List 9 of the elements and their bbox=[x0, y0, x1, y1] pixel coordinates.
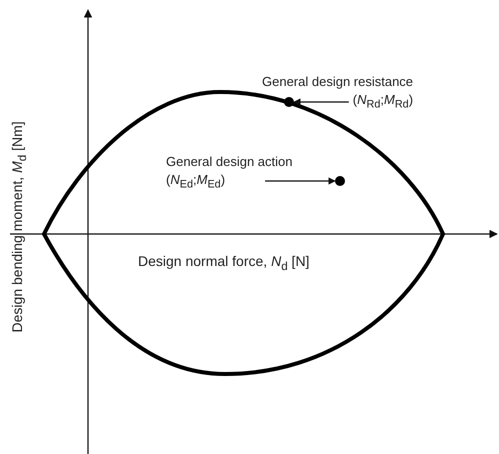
callout-text: General design action bbox=[166, 153, 292, 171]
point-dot bbox=[335, 176, 345, 186]
coordinate-label: (N$_{Rd}$;M$_{Rd}$) bbox=[352, 91, 414, 113]
axis-title: Design normal force, N$_{d}$ [N] bbox=[138, 252, 310, 275]
point-dot bbox=[284, 97, 294, 107]
callout-text: General design resistance bbox=[262, 73, 414, 91]
leader-arrow bbox=[293, 98, 349, 106]
leader-arrow bbox=[265, 177, 336, 185]
coordinate-label: (N$_{Ed}$;M$_{Ed}$) bbox=[166, 171, 226, 193]
